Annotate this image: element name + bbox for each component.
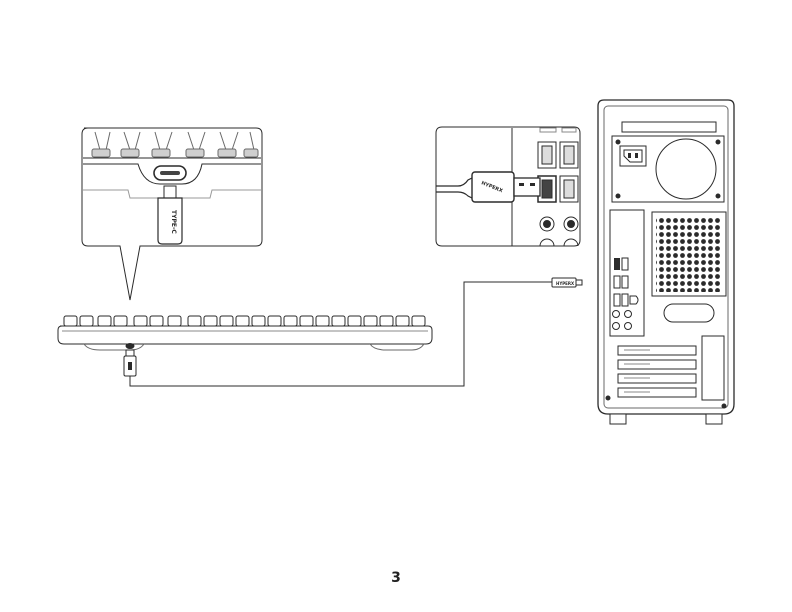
- keycap: [80, 316, 93, 326]
- keycap: [332, 316, 345, 326]
- keycap: [114, 316, 127, 326]
- keycap: [188, 316, 201, 326]
- pc-port-callout: HYPERX: [436, 127, 580, 246]
- pc-tower: [598, 100, 734, 424]
- keycap: [396, 316, 409, 326]
- keycap: [364, 316, 377, 326]
- keycap: [150, 316, 163, 326]
- keycap: [236, 316, 249, 326]
- hyperx-small-label: HYPERX: [556, 281, 574, 286]
- keycap: [64, 316, 77, 326]
- keycap: [252, 316, 265, 326]
- usb-a-plug-small: HYPERX: [552, 278, 582, 287]
- keycap: [412, 316, 425, 326]
- page-number: 3: [0, 570, 792, 586]
- keycap: [380, 316, 393, 326]
- keycap: [204, 316, 217, 326]
- keycap: [348, 316, 361, 326]
- keycap: [168, 316, 181, 326]
- keycap: [98, 316, 111, 326]
- keycap: [284, 316, 297, 326]
- keycap: [134, 316, 147, 326]
- keyboard: [58, 316, 432, 376]
- keycap: [316, 316, 329, 326]
- keycap: [300, 316, 313, 326]
- type-c-label: TYPE-C: [170, 210, 177, 234]
- keyboard-port-callout: TYPE-C: [82, 128, 262, 300]
- keycap: [220, 316, 233, 326]
- keycap: [268, 316, 281, 326]
